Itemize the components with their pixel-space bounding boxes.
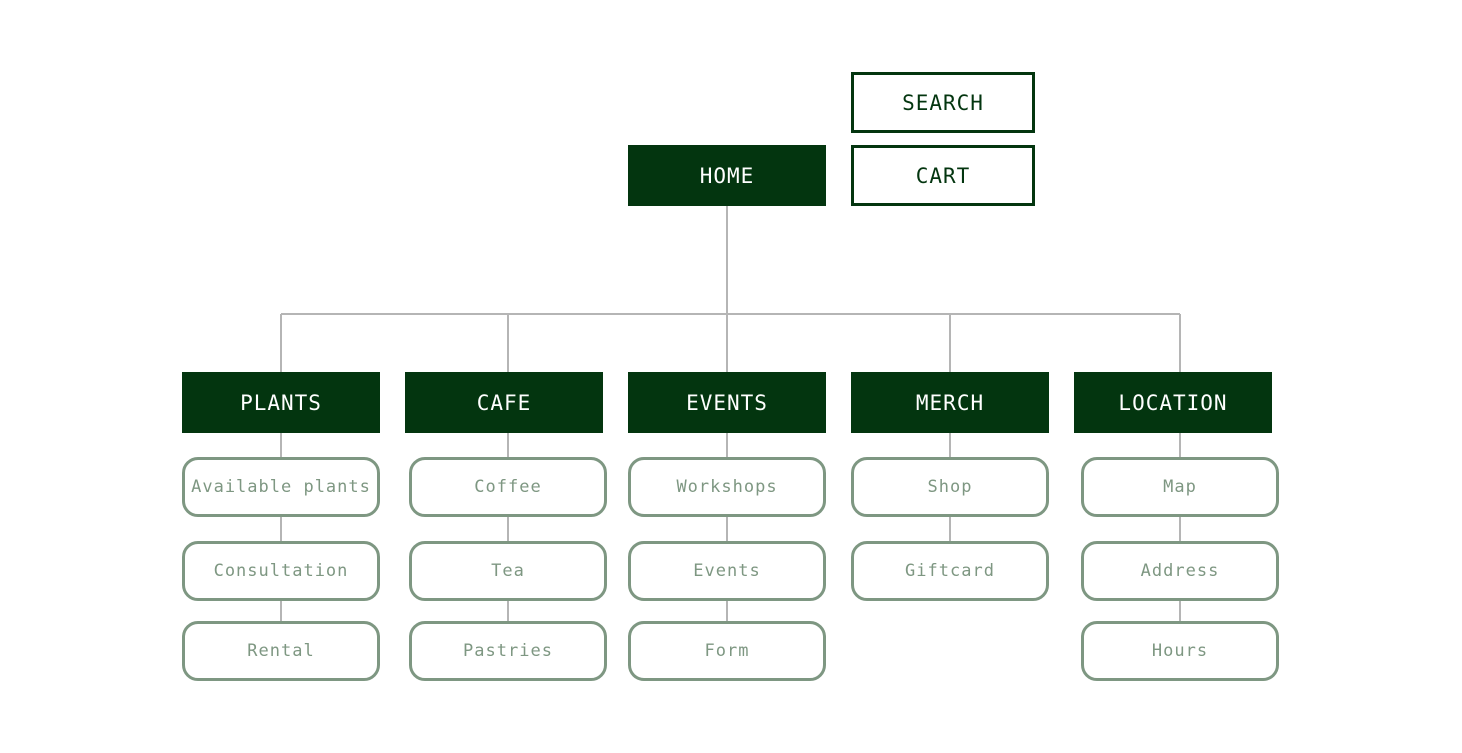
plants-rental[interactable]: Rental <box>182 621 380 681</box>
cafe-tea[interactable]: Tea <box>409 541 607 601</box>
section-merch[interactable]: MERCH <box>851 372 1049 433</box>
merch-giftcard[interactable]: Giftcard <box>851 541 1049 601</box>
plants-available-plants[interactable]: Available plants <box>182 457 380 517</box>
search-node[interactable]: SEARCH <box>851 72 1035 133</box>
plants-consultation[interactable]: Consultation <box>182 541 380 601</box>
location-hours[interactable]: Hours <box>1081 621 1279 681</box>
events-workshops[interactable]: Workshops <box>628 457 826 517</box>
merch-shop[interactable]: Shop <box>851 457 1049 517</box>
events-events[interactable]: Events <box>628 541 826 601</box>
cafe-pastries[interactable]: Pastries <box>409 621 607 681</box>
location-map[interactable]: Map <box>1081 457 1279 517</box>
cafe-coffee[interactable]: Coffee <box>409 457 607 517</box>
section-location[interactable]: LOCATION <box>1074 372 1272 433</box>
events-form[interactable]: Form <box>628 621 826 681</box>
section-plants[interactable]: PLANTS <box>182 372 380 433</box>
section-events[interactable]: EVENTS <box>628 372 826 433</box>
cart-node[interactable]: CART <box>851 145 1035 206</box>
section-cafe[interactable]: CAFE <box>405 372 603 433</box>
location-address[interactable]: Address <box>1081 541 1279 601</box>
home-node[interactable]: HOME <box>628 145 826 206</box>
